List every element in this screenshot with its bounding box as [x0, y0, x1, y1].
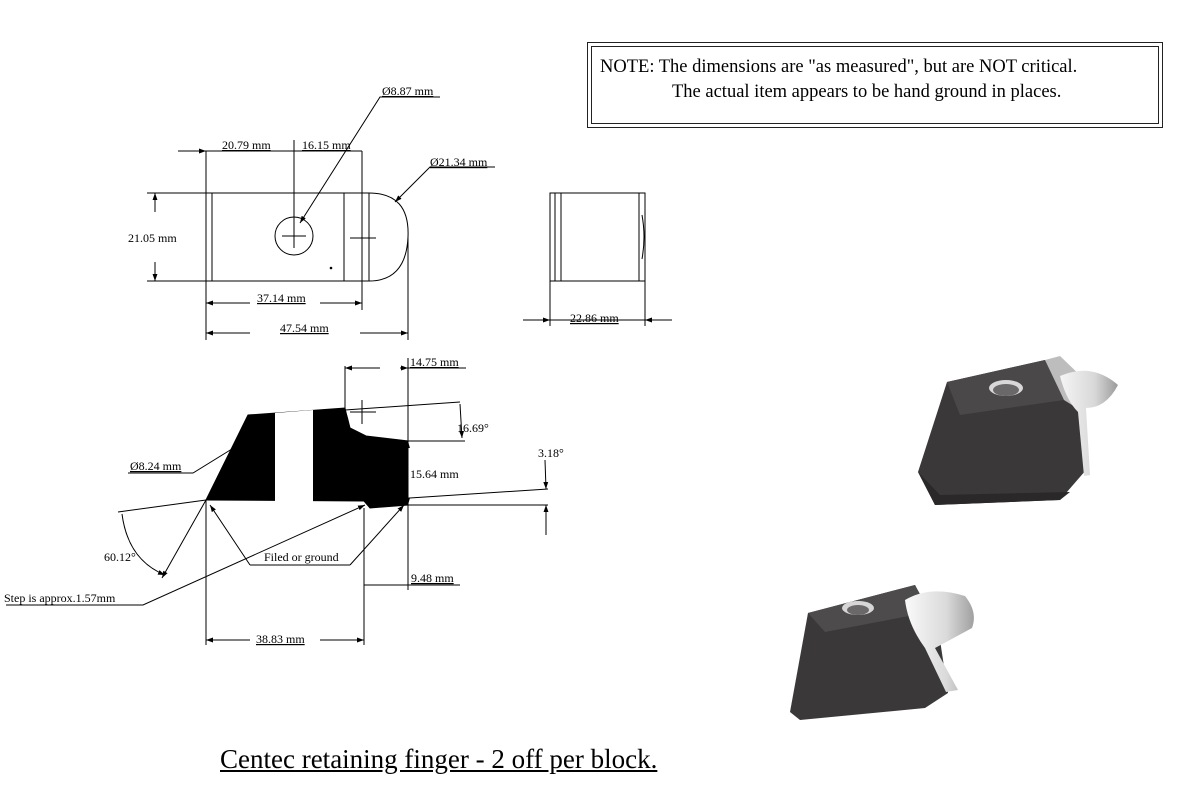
top-view — [147, 96, 495, 340]
note-line-1: NOTE: The dimensions are "as measured", … — [600, 57, 1078, 77]
drawing-caption: Centec retaining finger - 2 off per bloc… — [220, 744, 658, 774]
base-length-label: 38.83 mm — [256, 632, 305, 646]
top-view-body — [205, 192, 370, 282]
filed-note-label: Filed or ground — [264, 550, 339, 564]
top-nose-diameter-label: Ø21.34 mm — [430, 155, 488, 169]
side-nose-offset-label: 14.75 mm — [410, 355, 459, 369]
step-note-label: Step is approx.1.57mm — [4, 591, 116, 605]
note-line-2: The actual item appears to be hand groun… — [672, 82, 1062, 102]
top-height-label: 21.05 mm — [128, 231, 177, 245]
side-view-labels: 14.75 mm 16.69° 3.18° 15.64 mm Ø8.24 mm … — [4, 355, 564, 646]
end-view — [523, 192, 672, 326]
end-width-label: 22.86 mm — [570, 311, 619, 325]
note-box: NOTE: The dimensions are "as measured", … — [587, 42, 1163, 128]
step-length-label: 9.48 mm — [411, 571, 454, 585]
top-center-length-label: 37.14 mm — [257, 291, 306, 305]
render-lower — [790, 585, 974, 720]
side-hole-diameter-label: Ø8.24 mm — [130, 459, 182, 473]
top-dim-right-label: 16.15 mm — [302, 138, 351, 152]
top-dim-left-label: 20.79 mm — [222, 138, 271, 152]
top-view-nose — [368, 192, 409, 282]
top-overall-length-label: 47.54 mm — [280, 321, 329, 335]
render-upper — [918, 356, 1118, 505]
side-base-angle-label: 3.18° — [538, 446, 564, 460]
note-inner-border: NOTE: The dimensions are "as measured", … — [591, 46, 1159, 124]
side-view — [6, 358, 549, 645]
end-view-body — [549, 192, 646, 282]
side-view-hole-band — [275, 410, 313, 505]
side-height-label: 15.64 mm — [410, 467, 459, 481]
side-top-angle-label: 16.69° — [457, 421, 489, 435]
top-view-labels: Ø8.87 mm 20.79 mm 16.15 mm Ø21.34 mm 21.… — [128, 84, 488, 335]
top-hole-diameter-label: Ø8.87 mm — [382, 84, 434, 98]
side-front-angle-label: 60.12° — [104, 550, 136, 564]
